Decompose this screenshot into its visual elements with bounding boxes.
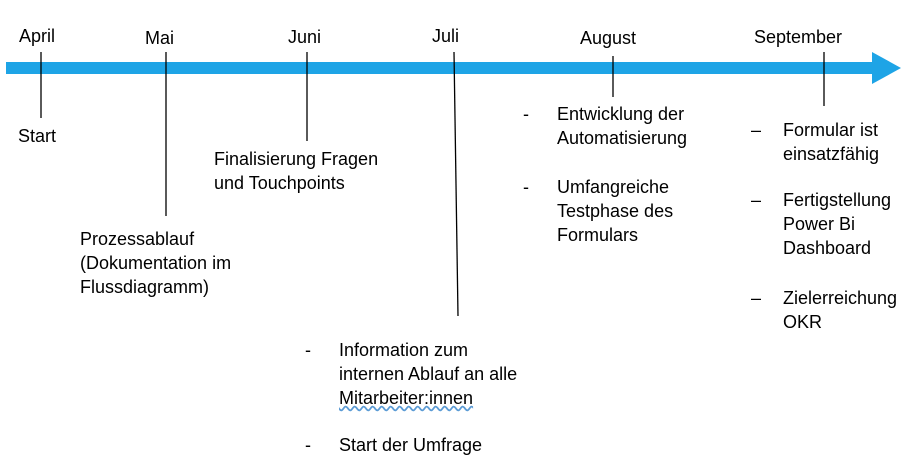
milestone-juli-item-line: internen Ablauf an alle [339,364,518,384]
milestone-august-bullet-marker: - [523,104,529,124]
milestone-juli-item-line: Start der Umfrage [339,435,483,455]
month-label-juli: Juli [432,26,460,46]
timeline-arrow-head [872,52,901,84]
month-label-juni: Juni [288,27,322,47]
milestone-august-item-line: Automatisierung [557,128,688,148]
milestone-september-item-line: OKR [783,312,823,332]
milestone-september-bullet-marker: – [751,120,762,140]
connector-juli [453,51,459,317]
milestone-september-item: Zielerreichung OKR [783,286,897,334]
milestone-august-item: Entwicklung der Automatisierung [557,102,687,150]
timeline-arrow-shaft [6,62,874,74]
milestone-mai-line: Flussdiagramm) [80,277,210,297]
milestone-september-item-line: Fertigstellung [783,190,892,210]
milestone-september-item-line: Zielerreichung [783,288,898,308]
month-label-september: September [754,27,843,47]
milestone-juli-bullet-marker: - [305,435,311,455]
milestone-august-item-line: Testphase des [557,201,674,221]
milestone-juni-line: Finalisierung Fragen [214,149,379,169]
milestone-august-item-line: Formulars [557,225,639,245]
milestone-april-start: Start [18,126,57,146]
milestone-mai-text: Prozessablauf (Dokumentation im Flussdia… [80,227,231,299]
milestone-juli-item: Information zum internen Ablauf an alle … [339,338,517,410]
milestone-september-item: Formular ist einsatzfähig [783,118,879,166]
milestone-september-item-line: Power Bi [783,214,856,234]
milestone-mai-line: (Dokumentation im [80,253,232,273]
milestone-juli-bullet-marker: - [305,340,311,360]
milestone-august-item-line: Umfangreiche [557,177,670,197]
milestone-mai-line: Prozessablauf [80,229,195,249]
month-label-august: August [580,28,637,48]
milestone-august-item-line: Entwicklung der [557,104,685,124]
milestone-september-item-line: Dashboard [783,238,872,258]
milestone-september-item-line: Formular ist [783,120,879,140]
milestone-september-bullet-marker: – [751,190,762,210]
milestone-juli-item-line: Information zum [339,340,469,360]
month-label-april: April [19,26,56,46]
milestone-september-bullet-marker: – [751,288,762,308]
milestone-september-item-line: einsatzfähig [783,144,880,164]
milestone-juli-item-line: Mitarbeiter:innen [339,388,474,408]
milestone-august-item: Umfangreiche Testphase des Formulars [557,175,673,247]
milestone-september-item: Fertigstellung Power Bi Dashboard [783,188,891,260]
milestone-juni-text: Finalisierung Fragen und Touchpoints [214,147,378,195]
milestone-juli-item: Start der Umfrage [339,433,482,457]
milestone-juni-line: und Touchpoints [214,173,345,193]
month-label-mai: Mai [145,28,175,48]
milestone-august-bullet-marker: - [523,177,529,197]
